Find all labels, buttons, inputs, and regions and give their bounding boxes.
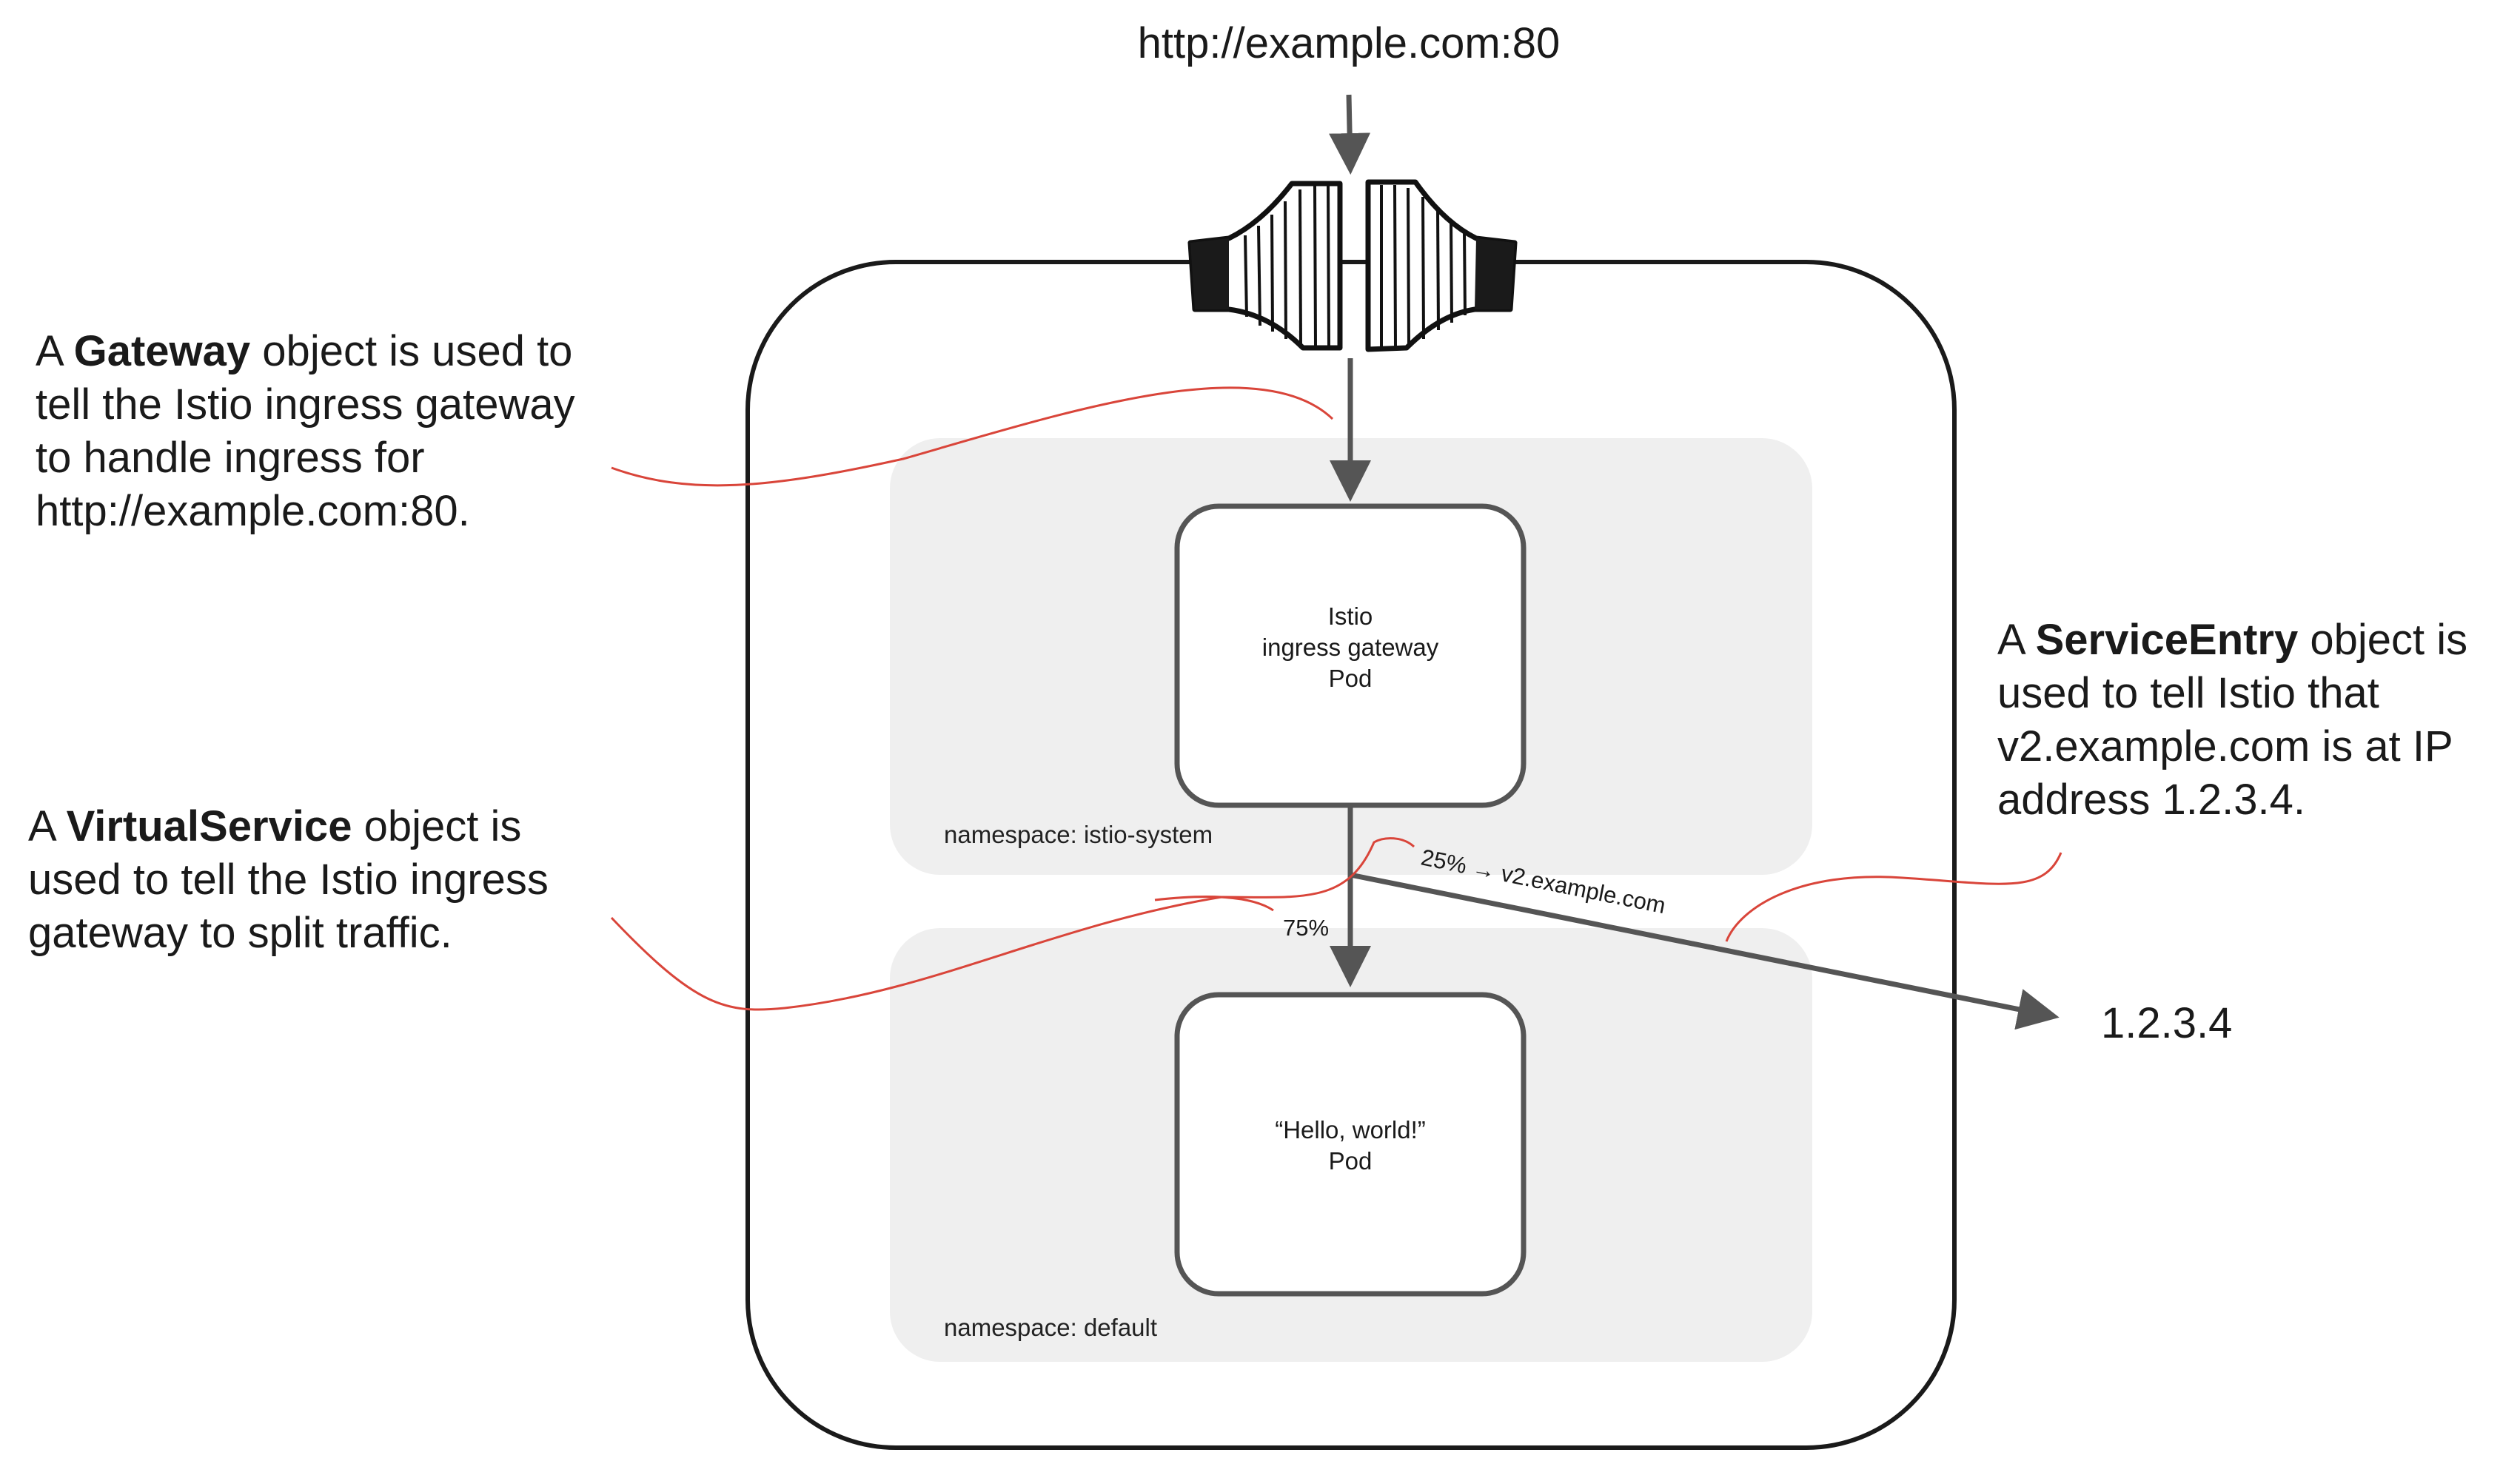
serviceentry-callout-line4: address 1.2.3.4. xyxy=(1997,776,2305,824)
hello-pod-label-line1: “Hello, world!” xyxy=(1275,1116,1426,1143)
external-ip-label: 1.2.3.4 xyxy=(2101,999,2232,1047)
virtualservice-callout-line1: A VirtualService object is xyxy=(28,802,521,850)
serviceentry-callout-line2: used to tell Istio that xyxy=(1997,669,2379,717)
virtualservice-callout-line3: gateway to split traffic. xyxy=(28,909,452,957)
serviceentry-callout: A ServiceEntry object is used to tell Is… xyxy=(1997,616,2467,824)
entry-url-label: http://example.com:80 xyxy=(1138,19,1561,67)
gateway-callout: A Gateway object is used to tell the Ist… xyxy=(36,327,575,535)
ingress-pod-label-line3: Pod xyxy=(1329,665,1373,692)
virtualservice-callout-line2: used to tell the Istio ingress xyxy=(28,856,549,904)
serviceentry-callout-connector xyxy=(1725,852,2062,942)
gateway-callout-line2: tell the Istio ingress gateway xyxy=(36,380,575,429)
gate-doors-icon xyxy=(1187,179,1518,352)
ingress-pod-label-line2: ingress gateway xyxy=(1262,634,1439,661)
gateway-callout-connector xyxy=(611,386,1334,487)
arrow-ingress-to-external xyxy=(1350,872,2060,1030)
virtualservice-callout-branch xyxy=(1154,896,1274,912)
split-main-label: 75% xyxy=(1283,915,1329,941)
virtualservice-callout-connector xyxy=(610,837,1415,1011)
ingress-pod-label-line1: Istio xyxy=(1328,602,1373,630)
namespace-istio-system-label: namespace: istio-system xyxy=(944,821,1213,848)
virtualservice-callout: A VirtualService object is used to tell … xyxy=(28,802,549,957)
namespace-default-label: namespace: default xyxy=(944,1314,1157,1341)
gateway-callout-line3: to handle ingress for xyxy=(36,434,425,482)
serviceentry-callout-line1: A ServiceEntry object is xyxy=(1997,616,2467,664)
gateway-callout-line1: A Gateway object is used to xyxy=(36,327,572,375)
hello-world-pod xyxy=(1174,992,1527,1297)
gateway-callout-line4: http://example.com:80. xyxy=(36,487,470,535)
serviceentry-callout-line3: v2.example.com is at IP xyxy=(1997,722,2453,770)
arrow-entry-to-gate xyxy=(1329,94,1371,175)
ingress-gateway-pod xyxy=(1174,503,1527,808)
hello-pod-label-line2: Pod xyxy=(1329,1147,1373,1175)
